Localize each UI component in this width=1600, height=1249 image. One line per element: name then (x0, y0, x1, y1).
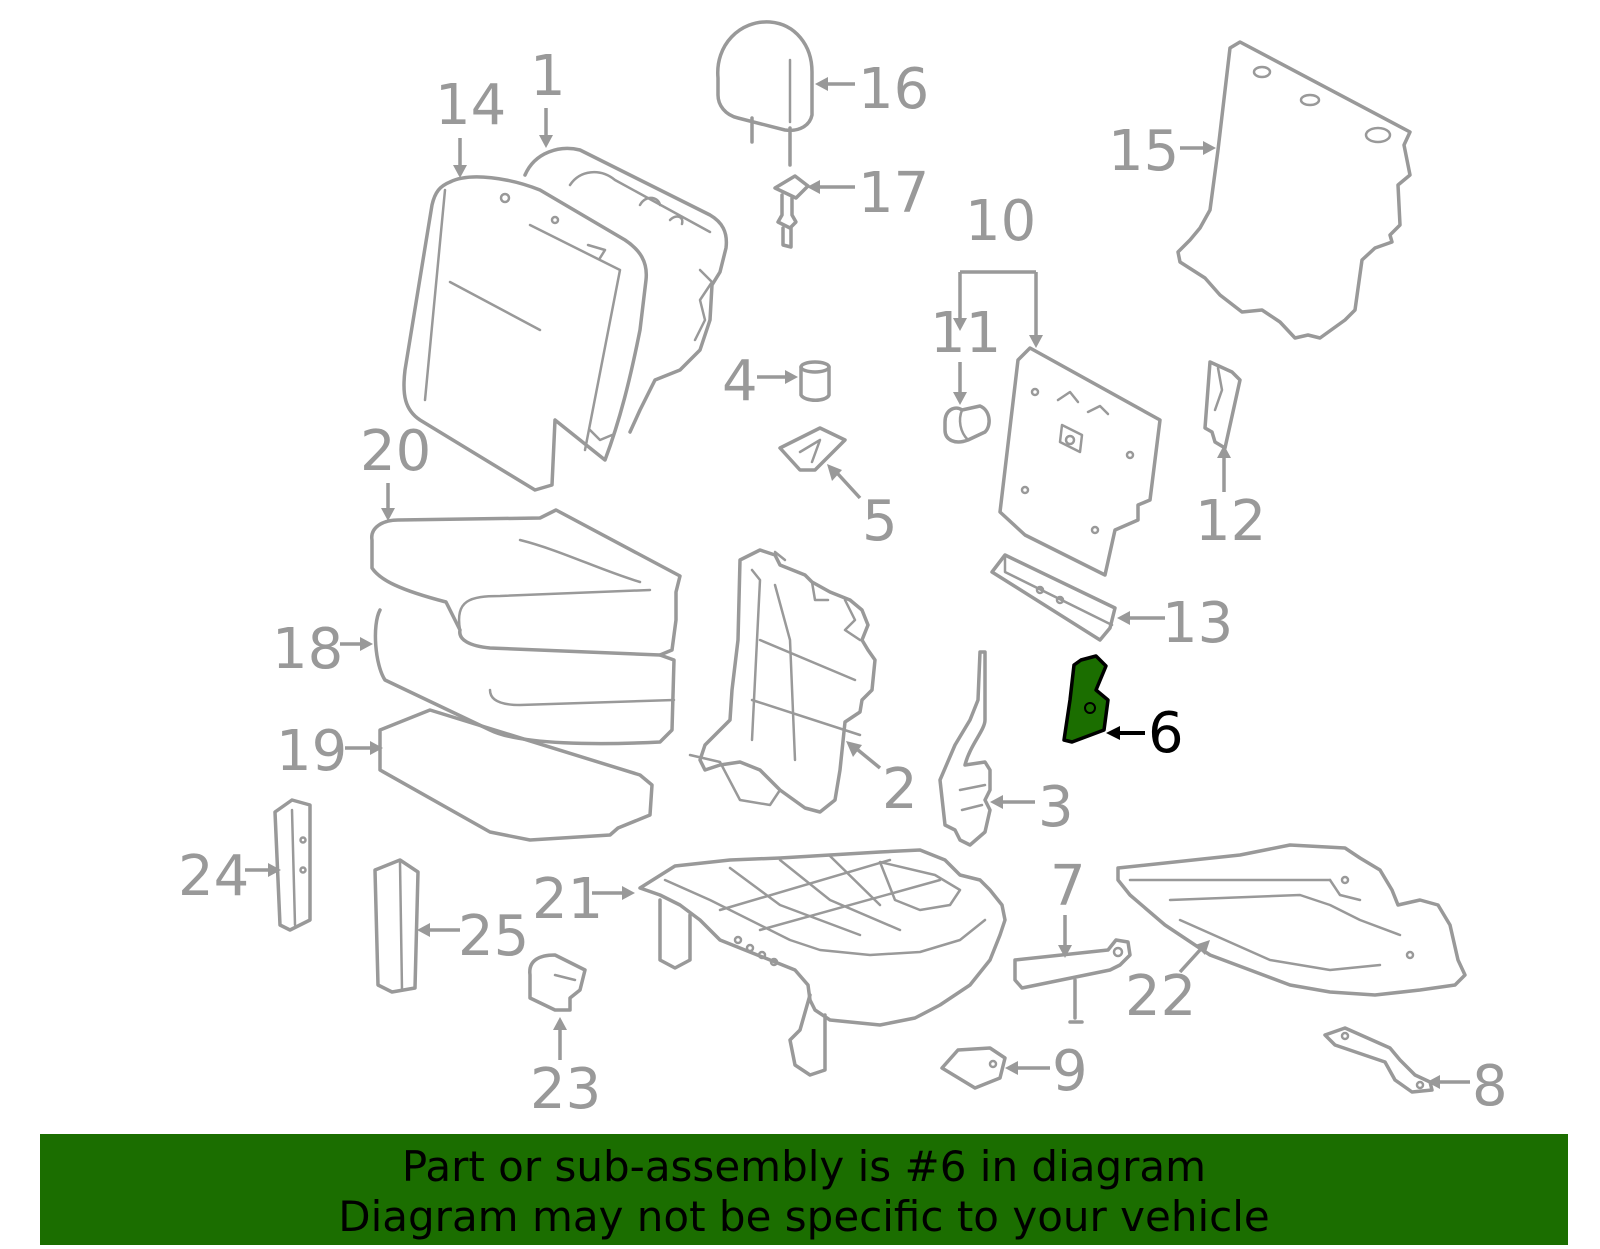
callout-17: 17 (858, 161, 929, 226)
callout-5: 5 (862, 489, 898, 554)
part-14-seatback-cover[interactable] (402, 175, 649, 492)
part-19-cushion-cover[interactable] (378, 708, 654, 842)
part-24-trim[interactable] (273, 798, 312, 932)
banner-line-part: Part or sub-assembly is #6 in diagram (401, 1142, 1207, 1191)
callout-14: 14 (435, 73, 506, 138)
part-9-plate[interactable] (940, 1046, 1007, 1090)
callout-13: 13 (1162, 591, 1233, 656)
info-banner: Part or sub-assembly is #6 in diagram Di… (40, 1134, 1568, 1245)
part-10-back-board[interactable] (998, 346, 1162, 577)
part-3-recliner[interactable] (938, 650, 992, 847)
part-13-bracket[interactable] (990, 553, 1117, 642)
leader-6-highlight (1106, 726, 1145, 740)
part-15-rear-panel[interactable] (1176, 40, 1412, 340)
callout-12: 12 (1195, 489, 1266, 554)
part-2-seatback-frame[interactable] (688, 548, 877, 814)
part-6-highlighted-bracket[interactable] (1062, 654, 1110, 744)
banner-line-disclaimer: Diagram may not be specific to your vehi… (338, 1192, 1270, 1241)
part-8-strap-bracket[interactable] (1323, 1026, 1434, 1094)
callout-6-highlighted: 6 (1148, 701, 1184, 766)
part-17-headrest-guide[interactable] (773, 174, 810, 249)
callout-18: 18 (272, 617, 343, 682)
callout-15: 15 (1108, 119, 1179, 184)
callout-9: 9 (1052, 1039, 1088, 1104)
callout-10: 10 (965, 189, 1036, 254)
callout-labels: 14 1 16 17 4 5 10 11 15 12 13 20 18 19 2… (178, 44, 1508, 1122)
part-21-seat-frame[interactable] (638, 848, 1007, 1077)
part-18-cushion-pad[interactable] (373, 608, 676, 746)
callout-22: 22 (1125, 964, 1196, 1029)
part-12-side-bracket[interactable] (1203, 360, 1242, 450)
callout-4: 4 (722, 349, 758, 414)
callout-3: 3 (1038, 775, 1074, 840)
part-4-cap[interactable] (799, 360, 831, 402)
callout-11: 11 (930, 301, 1001, 366)
part-23-cover[interactable] (528, 953, 587, 1012)
part-1-seatback[interactable] (523, 146, 729, 442)
part-7-lever[interactable] (1013, 938, 1132, 1024)
callout-8: 8 (1472, 1054, 1508, 1119)
callout-23: 23 (530, 1057, 601, 1122)
callout-25: 25 (458, 904, 529, 969)
leader-lines (245, 77, 1470, 1089)
callout-16: 16 (858, 57, 929, 122)
callout-2: 2 (882, 757, 918, 822)
part-25-trim-panel[interactable] (373, 858, 420, 994)
callout-21: 21 (532, 867, 603, 932)
part-16-headrest[interactable] (716, 20, 814, 167)
callout-20: 20 (360, 419, 431, 484)
part-5-bezel[interactable] (778, 426, 847, 472)
part-20-cushion-cover[interactable] (370, 508, 682, 657)
part-11-clip[interactable] (943, 404, 991, 444)
callout-24: 24 (178, 844, 249, 909)
callout-19: 19 (276, 719, 347, 784)
callout-1: 1 (530, 44, 566, 109)
callout-7: 7 (1050, 854, 1086, 919)
